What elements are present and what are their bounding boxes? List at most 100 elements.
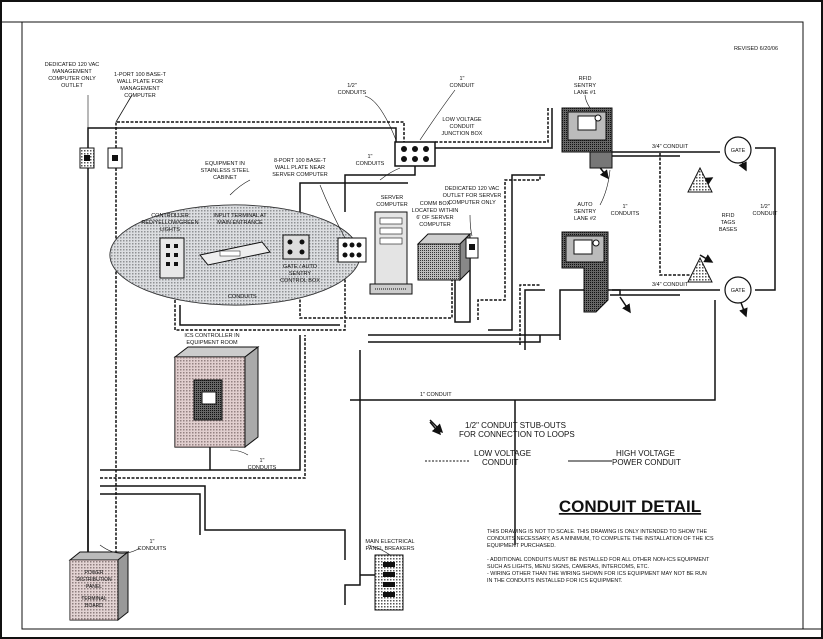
svg-text:WALL PLATE FOR: WALL PLATE FOR — [117, 79, 163, 85]
rfid-tag-base-bottom — [687, 256, 713, 283]
svg-text:MANAGEMENT: MANAGEMENT — [120, 86, 160, 92]
svg-text:CONDUITS: CONDUITS — [611, 211, 640, 217]
svg-text:LANE #1: LANE #1 — [574, 90, 596, 96]
legend-high-voltage-line1: HIGH VOLTAGE — [616, 449, 675, 458]
drawing-notes: THIS DRAWING IS NOT TO SCALE. THIS DRAWI… — [487, 529, 714, 584]
svg-text:EQUIPMENT PURCHASED.: EQUIPMENT PURCHASED. — [487, 543, 556, 549]
wall-plate-8-port — [337, 237, 367, 263]
gate-bottom-label: GATE — [731, 288, 746, 294]
svg-text:TAGS: TAGS — [721, 220, 736, 226]
legend-stubouts-line2: FOR CONNECTION TO LOOPS — [459, 430, 575, 439]
svg-text:1/2": 1/2" — [760, 204, 770, 210]
svg-text:PANEL BREAKERS: PANEL BREAKERS — [366, 546, 415, 552]
svg-text:1-PORT 100 BASE-T: 1-PORT 100 BASE-T — [114, 72, 167, 78]
label-conduit-1-top: 1" CONDUIT — [449, 76, 475, 89]
label-ics-controller: ICS CONTROLLER IN EQUIPMENT ROOM — [184, 333, 239, 346]
svg-text:RED/YELLOW/GREEN: RED/YELLOW/GREEN — [141, 220, 198, 226]
label-conduit-1-mid: 1" CONDUIT — [420, 392, 452, 398]
rfid-tag-base-top — [687, 166, 713, 193]
svg-text:PANEL: PANEL — [86, 584, 102, 590]
label-controller: CONTROLLER RED/YELLOW/GREEN LIGHTS — [141, 213, 198, 233]
label-rfid-lane-1: RFID SENTRY LANE #1 — [574, 76, 597, 96]
controller-lights — [159, 237, 185, 279]
svg-text:JUNCTION BOX: JUNCTION BOX — [442, 131, 483, 137]
label-conduits-half-top: 1/2" CONDUITS — [338, 83, 367, 96]
svg-text:SENTRY: SENTRY — [574, 209, 597, 215]
svg-text:8-PORT 100 BASE-T: 8-PORT 100 BASE-T — [274, 158, 327, 164]
svg-text:1": 1" — [367, 154, 372, 160]
label-wall-plate-mgmt: 1-PORT 100 BASE-T WALL PLATE FOR MANAGEM… — [114, 72, 167, 99]
svg-text:DISTRIBUTION: DISTRIBUTION — [76, 577, 112, 583]
svg-text:CONDUITS: CONDUITS — [356, 161, 385, 167]
svg-text:DEDICATED 120 VAC: DEDICATED 120 VAC — [445, 186, 500, 192]
svg-text:IN THE CONDUITS INSTALLED FOR: IN THE CONDUITS INSTALLED FOR ICS EQUIPM… — [487, 578, 622, 584]
svg-text:BASES: BASES — [719, 227, 738, 233]
legend-low-voltage-line1: LOW VOLTAGE — [474, 449, 531, 458]
svg-text:1": 1" — [149, 539, 154, 545]
svg-text:1": 1" — [259, 458, 264, 464]
svg-text:COMPUTER ONLY: COMPUTER ONLY — [48, 76, 96, 82]
label-conduits-1-bottom-left: 1" CONDUITS — [138, 539, 167, 552]
label-rfid-tags: RFID TAGS BASES — [719, 213, 738, 233]
gate-control-box — [282, 234, 310, 260]
svg-text:CONDUIT: CONDUIT — [449, 124, 475, 130]
svg-text:TERMINAL: TERMINAL — [81, 596, 107, 602]
legend-stub-arrow — [429, 421, 441, 436]
svg-text:COMPUTER: COMPUTER — [124, 93, 156, 99]
svg-text:LANE #2: LANE #2 — [574, 216, 596, 222]
label-input-terminal: INPUT TERMINAL AT MAIN ENTRANCE — [213, 213, 267, 226]
label-dedicated-mgmt-outlet: DEDICATED 120 VAC MANAGEMENT COMPUTER ON… — [45, 62, 100, 89]
svg-text:RFID: RFID — [579, 76, 592, 82]
svg-text:LIGHTS: LIGHTS — [160, 227, 180, 233]
svg-text:1": 1" — [459, 76, 464, 82]
svg-text:CONDUITS: CONDUITS — [338, 90, 367, 96]
svg-text:CONTROLLER: CONTROLLER — [151, 213, 189, 219]
label-half-conduit-right: 1/2" CONDUIT — [752, 204, 778, 217]
svg-text:CONDUIT: CONDUIT — [752, 211, 778, 217]
svg-text:CONDUITS: CONDUITS — [138, 546, 167, 552]
svg-text:CABINET: CABINET — [213, 175, 237, 181]
comm-box — [416, 232, 472, 282]
label-conduit-34-top: 3/4" CONDUIT — [652, 144, 689, 150]
gate-top-label: GATE — [731, 148, 746, 154]
label-conduit-34-bottom: 3/4" CONDUIT — [652, 282, 689, 288]
auto-sentry-lane-2 — [561, 231, 609, 313]
svg-text:OUTLET: OUTLET — [61, 83, 83, 89]
svg-text:CONDUITS: CONDUITS — [248, 465, 277, 471]
label-auto-lane-2: AUTO SENTRY LANE #2 — [574, 202, 597, 222]
svg-text:- ADDITIONAL CONDUITS MUST BE: - ADDITIONAL CONDUITS MUST BE INSTALLED … — [487, 557, 710, 563]
svg-text:COMM BOX: COMM BOX — [420, 201, 451, 207]
legend-high-voltage-line2: POWER CONDUIT — [612, 458, 681, 467]
svg-text:COMPUTER ONLY: COMPUTER ONLY — [448, 200, 496, 206]
svg-text:EQUIPMENT IN: EQUIPMENT IN — [205, 161, 245, 167]
gate-bottom: GATE — [724, 276, 752, 304]
revised-date: REVISED 6/20/06 — [734, 46, 778, 52]
svg-text:CONDUIT: CONDUIT — [449, 83, 475, 89]
svg-text:AUTO: AUTO — [577, 202, 593, 208]
ics-controller-cabinet — [173, 345, 260, 449]
svg-text:DEDICATED 120 VAC: DEDICATED 120 VAC — [45, 62, 100, 68]
svg-text:OUTLET FOR SERVER: OUTLET FOR SERVER — [443, 193, 502, 199]
label-comm-box: COMM BOX LOCATED WITHIN 6' OF SERVER COM… — [412, 201, 459, 228]
svg-text:WALL PLATE NEAR: WALL PLATE NEAR — [275, 165, 325, 171]
svg-text:SENTRY: SENTRY — [574, 83, 597, 89]
gate-top: GATE — [724, 136, 752, 164]
label-power-distribution: POWER DISTRIBUTION PANEL TERMINAL BOARD — [76, 570, 112, 609]
svg-text:SERVER COMPUTER: SERVER COMPUTER — [272, 172, 328, 178]
svg-text:- WIRING OTHER THAN THE WIRING: - WIRING OTHER THAN THE WIRING SHOWN FOR… — [487, 571, 707, 577]
label-conduits-small: CONDUITS — [228, 294, 257, 300]
svg-text:BOARD: BOARD — [85, 603, 103, 609]
svg-text:STAINLESS STEEL: STAINLESS STEEL — [201, 168, 250, 174]
leader-lines — [87, 89, 611, 556]
svg-text:CONTROL BOX: CONTROL BOX — [280, 278, 320, 284]
svg-text:SERVER: SERVER — [381, 195, 404, 201]
svg-text:6' OF SERVER: 6' OF SERVER — [416, 215, 453, 221]
svg-text:RFID: RFID — [722, 213, 735, 219]
low-voltage-junction-box — [394, 141, 436, 167]
legend: 1/2" CONDUIT STUB-OUTS FOR CONNECTION TO… — [425, 421, 681, 467]
svg-text:COMPUTER: COMPUTER — [419, 222, 451, 228]
main-electrical-panel — [374, 554, 404, 611]
legend-low-voltage-line2: CONDUIT — [482, 458, 519, 467]
